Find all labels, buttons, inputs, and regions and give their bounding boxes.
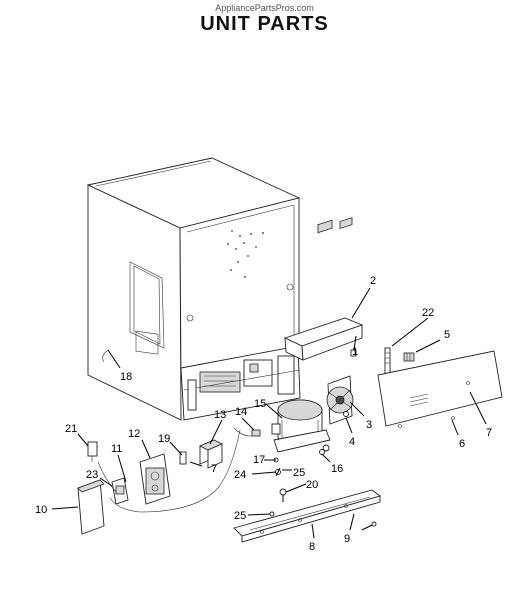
cabinet xyxy=(86,157,301,421)
wire-terminal-22 xyxy=(384,347,391,375)
clip-5 xyxy=(403,352,415,362)
thermostat-21 xyxy=(87,441,98,462)
callout-25-upper: 25 xyxy=(293,467,305,479)
callout-14: 14 xyxy=(235,406,247,418)
callout-16: 16 xyxy=(331,463,343,475)
callout-labels: 1 2 3 4 5 6 7 7 8 9 10 11 12 13 14 15 16… xyxy=(35,275,492,553)
callout-20: 20 xyxy=(306,479,318,491)
callout-23: 23 xyxy=(86,469,98,481)
callout-18: 18 xyxy=(120,371,132,383)
callout-1: 1 xyxy=(352,346,358,358)
callout-8: 8 xyxy=(309,541,315,553)
cover-panel-10 xyxy=(77,479,105,535)
callout-7-cover: 7 xyxy=(486,427,492,439)
callout-22: 22 xyxy=(422,307,434,319)
bracket-23 xyxy=(111,477,129,505)
screws xyxy=(269,457,287,517)
callout-17: 17 xyxy=(253,454,265,466)
back-cover xyxy=(377,350,503,428)
clip-19 xyxy=(179,451,187,465)
callout-11: 11 xyxy=(111,443,122,455)
leader-lines xyxy=(51,287,487,539)
callout-9: 9 xyxy=(344,533,350,545)
callout-19: 19 xyxy=(158,433,170,445)
callout-7-relay: 7 xyxy=(211,463,217,475)
condenser-fan xyxy=(326,375,354,425)
base-rail xyxy=(233,489,381,543)
callout-15: 15 xyxy=(254,398,266,410)
callout-25-lower: 25 xyxy=(234,510,246,522)
relay-box-13 xyxy=(199,439,223,469)
callout-24: 24 xyxy=(234,469,246,481)
site-watermark: AppliancePartsPros.com xyxy=(215,3,314,13)
callout-6: 6 xyxy=(459,438,465,450)
drain-pan xyxy=(283,217,364,361)
sensor-wire xyxy=(97,461,117,493)
callout-13: 13 xyxy=(214,409,226,421)
callout-10: 10 xyxy=(35,504,47,516)
control-box-12 xyxy=(139,453,171,505)
screw-9 xyxy=(361,521,377,531)
callout-5: 5 xyxy=(444,329,450,341)
fan-screw-4 xyxy=(343,411,349,417)
callout-3: 3 xyxy=(366,419,372,431)
small-connector-1 xyxy=(350,349,357,357)
callout-2: 2 xyxy=(370,275,376,287)
cord-14 xyxy=(233,427,261,437)
compressor xyxy=(271,399,331,453)
callout-4: 4 xyxy=(349,436,355,448)
grommet-16 xyxy=(319,449,325,455)
capillary-tube xyxy=(109,429,241,513)
callout-12: 12 xyxy=(128,428,140,440)
callout-21: 21 xyxy=(65,423,77,435)
page-title: UNIT PARTS xyxy=(200,13,329,35)
